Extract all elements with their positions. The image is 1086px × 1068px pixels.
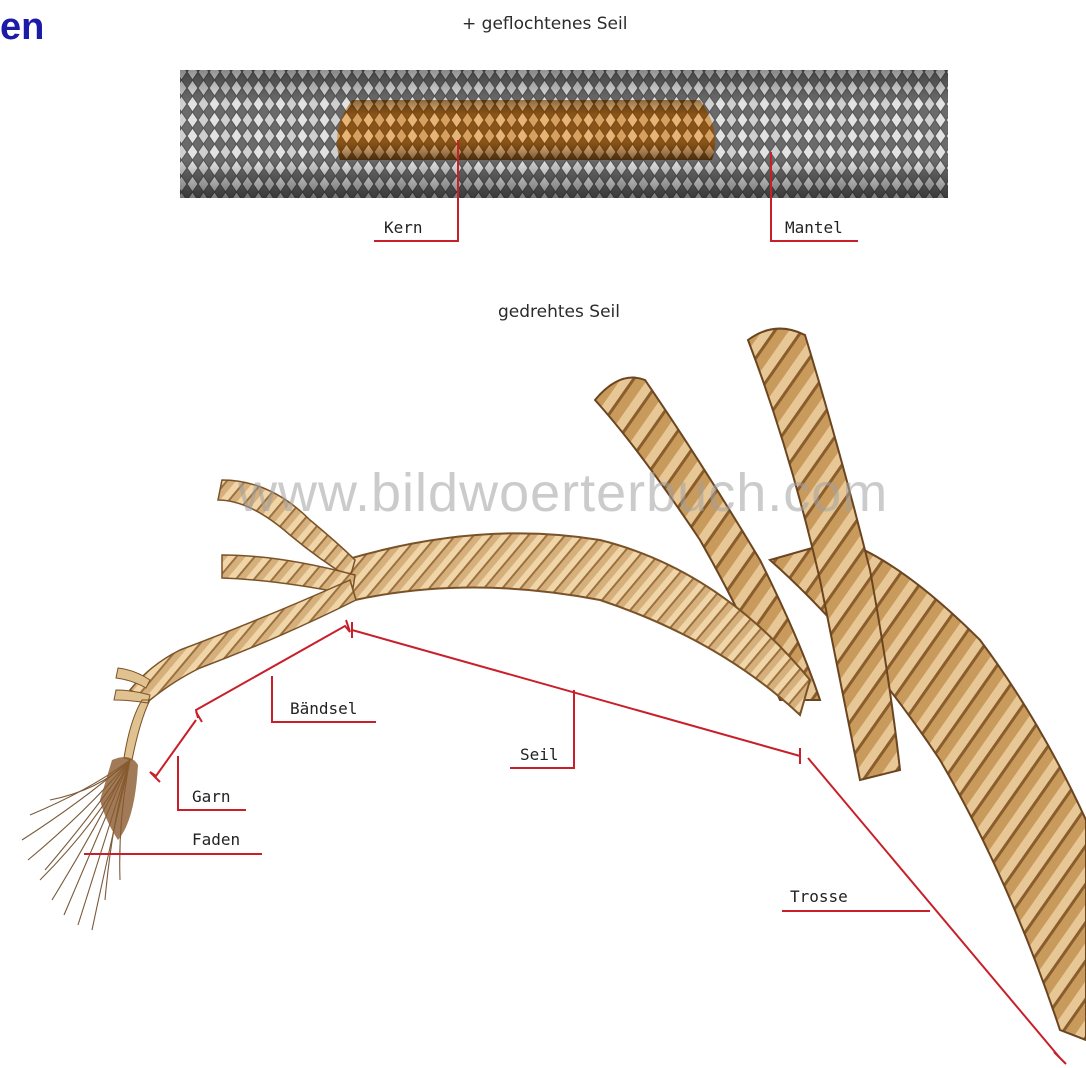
hawser [770, 540, 1086, 1040]
label-strand: Bändsel [290, 699, 357, 718]
hawser-strand-right [748, 329, 900, 780]
label-yarn: Garn [192, 787, 231, 806]
caption-text: geflochtenes Seil [482, 14, 628, 34]
label-fibre: Faden [192, 830, 240, 849]
braided-rope [180, 70, 948, 198]
watermark: www.bildwoerterbuch.com [238, 462, 888, 524]
label-sheath: Mantel [785, 218, 843, 237]
page-title-fragment: en [0, 6, 44, 49]
yarn [114, 668, 150, 760]
label-hawser: Trosse [790, 887, 848, 906]
twisted-caption: gedrehtes Seil [498, 302, 620, 322]
label-core: Kern [384, 218, 423, 237]
label-rope: Seil [520, 745, 559, 764]
twisted-rope [22, 329, 1086, 1040]
leader-yarn [150, 720, 196, 782]
caption-marker: + [462, 14, 476, 34]
braided-caption: + geflochtenes Seil [462, 14, 627, 34]
